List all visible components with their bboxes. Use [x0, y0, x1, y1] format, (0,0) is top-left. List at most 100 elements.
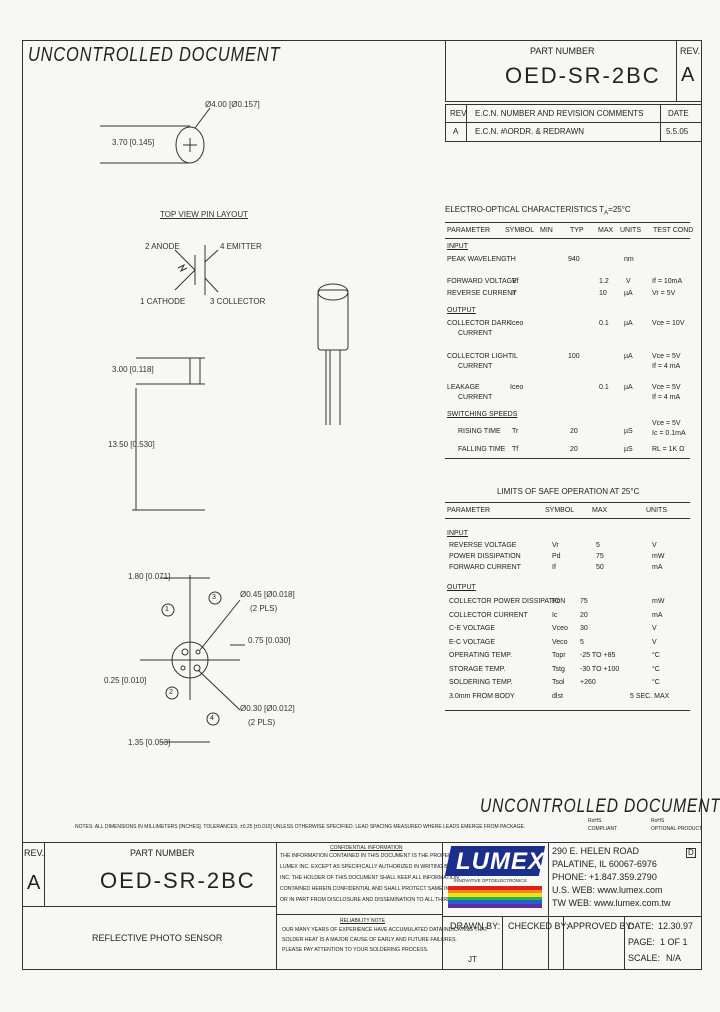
max-row-symbol: Ic — [552, 611, 558, 619]
eo-row-fall-symbol: Tf — [512, 446, 519, 453]
pin-anode-label: 2 ANODE — [145, 242, 180, 251]
max-row-symbol: Veco — [552, 638, 568, 646]
eo-rule-top — [445, 222, 690, 223]
rohs-left-2: COMPLIANT — [588, 826, 618, 832]
pin-collector-label: 3 COLLECTOR — [210, 297, 266, 306]
max-row-symbol: If — [552, 564, 556, 571]
rainbow-stripe — [448, 889, 542, 894]
eo-row-ir-units: µA — [624, 290, 633, 297]
revision-header-line — [445, 122, 702, 123]
part-number-top: OED-SR-2BC — [505, 63, 661, 88]
eo-row-peak: PEAK WAVELENGTH — [447, 256, 516, 263]
eo-row-leak: LEAKAGE — [447, 384, 480, 391]
max-row-max: +260 — [580, 679, 596, 686]
dim-outer-dia: Ø4.00 [Ø0.157] — [205, 100, 260, 109]
eo-row-rise-symbol: Tr — [512, 428, 519, 435]
dim-lens: 3.00 [0.118] — [112, 365, 154, 374]
corner-mark: D — [688, 848, 694, 857]
pin-number-2: 2 — [169, 689, 173, 696]
revision-col-line-2 — [660, 104, 661, 142]
max-row-max: 30 — [580, 625, 588, 632]
eo-row-ir: REVERSE CURRENT — [447, 290, 517, 297]
rainbow-stripe — [448, 896, 542, 901]
logo-rainbow — [448, 886, 542, 908]
dim-spacing-a: 0.75 [0.030] — [248, 636, 291, 645]
eo-row-leak-cond: Vce = 5V — [652, 384, 681, 391]
rohs-right-2: OPTIONAL PRODUCT — [651, 826, 703, 832]
tb-col-rev — [44, 842, 45, 906]
logo-text: LUMEX — [456, 848, 545, 875]
max-row-max: -25 TO +85 — [580, 652, 616, 659]
eo-row-fall-typ: 20 — [570, 446, 578, 453]
eo-row-light-cond: Vce = 5V — [652, 353, 681, 360]
eo-title: ELECTRO-OPTICAL CHARACTERISTICS TA=25°C — [445, 205, 631, 217]
rev-label-top: REV. — [680, 46, 701, 56]
max-row-max: 20 — [580, 611, 588, 619]
max-row-parameter: 3.0mm FROM BODY — [449, 692, 515, 700]
max-row-units: mA — [652, 564, 663, 571]
confidential-line: THE INFORMATION CONTAINED IN THIS DOCUME… — [280, 853, 467, 859]
max-row-max: 5 — [596, 542, 600, 549]
eo-row-dark-max: 0.1 — [599, 320, 609, 327]
eo-row-dark-2: CURRENT — [458, 330, 493, 337]
eo-row-light-cond2: If = 4 mA — [652, 363, 681, 370]
eo-switching-label: SWITCHING SPEEDS — [447, 411, 518, 418]
confidential-title: CONFIDENTIAL INFORMATION — [330, 845, 403, 851]
max-input-label: INPUT — [447, 530, 468, 537]
confidential-line: INC. THE HOLDER OF THIS DOCUMENT SHALL K… — [280, 875, 459, 881]
max-row-symbol: Tsol — [552, 679, 565, 686]
watermark-top: UNCONTROLLED DOCUMENT — [28, 44, 281, 66]
page-label: PAGE: — [628, 937, 655, 947]
max-row-parameter: C-E VOLTAGE — [449, 625, 496, 632]
max-col-units: UNITS — [646, 507, 667, 514]
eo-rule-bottom — [445, 458, 690, 459]
max-row-parameter: E-C VOLTAGE — [449, 638, 496, 646]
eo-row-leak-symbol: Iceo — [510, 384, 524, 391]
revision-table — [445, 104, 702, 142]
eo-row-light-symbol: IL — [512, 353, 518, 360]
max-col-parameter: PARAMETER — [447, 507, 491, 514]
eo-row-fall-units: µS — [624, 446, 633, 453]
tb-col-logo — [442, 842, 443, 970]
rev-label-bottom: REV. — [24, 848, 45, 858]
eo-row-ir-cond: Vr = 5V — [652, 290, 676, 297]
revision-row-comment: E.C.N. #\ORDR. & REDRAWN — [475, 127, 585, 136]
eo-row-vf-units: V — [626, 278, 631, 285]
dim-spacing-b: 0.25 [0.010] — [104, 676, 147, 685]
dim-lead: 13.50 [0.530] — [108, 440, 155, 449]
part-number-label-top: PART NUMBER — [530, 46, 595, 56]
eo-row-ir-symbol: Ir — [512, 290, 517, 297]
eo-row-dark: COLLECTOR DARK — [447, 320, 512, 327]
eo-row-rise-cond: Vce = 5V — [652, 420, 681, 427]
tb-row-line-3 — [276, 914, 442, 915]
max-row-max: 75 — [580, 598, 588, 605]
logo-tagline: INNOVATIVE OPTOELECTRONICS — [454, 878, 527, 883]
max-row-max: 5 — [580, 638, 584, 646]
tb-row-line — [22, 906, 276, 907]
max-title: LIMITS OF SAFE OPERATION AT 25°C — [497, 487, 640, 496]
max-row-units: 5 SEC. MAX — [630, 692, 670, 700]
address-line: 290 E. HELEN ROAD — [552, 846, 640, 856]
eo-col-typ: TYP — [570, 227, 584, 234]
lumex-logo: LUMEX INNOVATIVE OPTOELECTRONICS — [444, 846, 546, 910]
eo-row-peak-units: nm — [624, 256, 634, 263]
eo-row-leak-cond2: If = 4 mA — [652, 394, 681, 401]
tb-col-checked — [563, 916, 564, 970]
eo-row-fall: FALLING TIME — [458, 446, 506, 453]
rev-bottom: A — [27, 872, 41, 894]
tolerance-note: NOTES: ALL DIMENSIONS IN MILLIMETERS [IN… — [75, 824, 526, 830]
max-row-symbol: Tstg — [552, 665, 565, 673]
reliability-line: OUR MANY YEARS OF EXPERIENCE HAVE ACCUMU… — [282, 927, 488, 933]
max-row-parameter: OPERATING TEMP. — [449, 652, 513, 659]
address-line: U.S. WEB: www.lumex.com — [552, 885, 663, 895]
max-row-symbol: Vr — [552, 542, 559, 549]
max-row-symbol: Topr — [552, 652, 566, 659]
max-row-max: -30 TO +100 — [580, 665, 620, 673]
page-value: 1 OF 1 — [660, 937, 688, 947]
scale-label: SCALE: — [628, 953, 661, 963]
dim-pin-dia-small: Ø0.30 [Ø0.012] — [240, 704, 295, 713]
max-row-units: V — [652, 638, 657, 646]
max-rule-top — [445, 502, 690, 503]
address-line: PALATINE, IL 60067-6976 — [552, 859, 657, 869]
